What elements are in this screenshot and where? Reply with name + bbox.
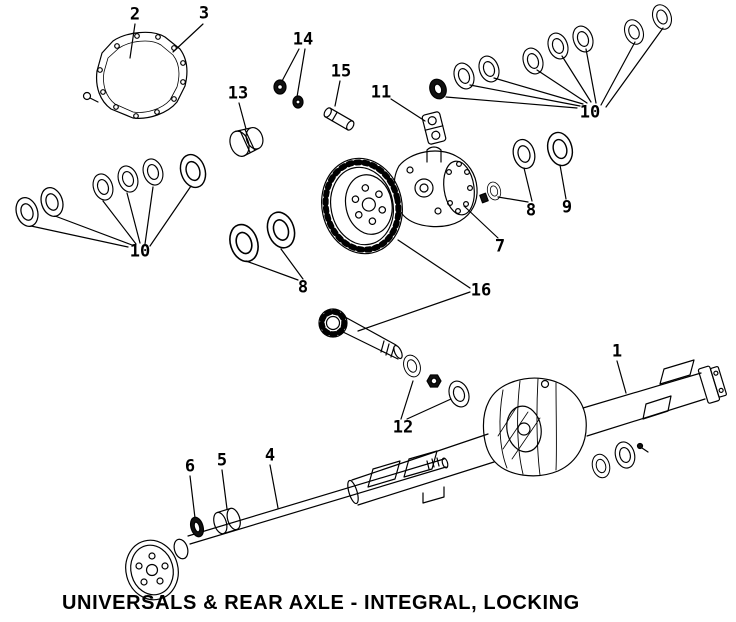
seal-rings-right-drawing	[429, 1, 676, 100]
u-joint-parts-drawing	[273, 79, 355, 131]
callout-5: 5	[216, 450, 228, 471]
wheel-bearing-drawing	[213, 507, 241, 535]
pinion-shaft-drawing	[318, 308, 403, 360]
diff-case-drawing	[393, 146, 504, 228]
ring-gear-drawing	[321, 157, 403, 255]
axle-seal-drawing	[189, 516, 205, 538]
callout-3: 3	[198, 3, 210, 24]
callout-9: 9	[561, 197, 573, 218]
callout-10-left: 10	[129, 241, 151, 262]
diff-cover-drawing	[82, 31, 188, 119]
callout-8-right: 8	[525, 200, 537, 221]
callout-7: 7	[494, 236, 506, 257]
diagram-title: UNIVERSALS & REAR AXLE - INTEGRAL, LOCKI…	[62, 592, 580, 614]
callout-12: 12	[392, 417, 414, 438]
leader-lines	[30, 23, 664, 519]
callout-14: 14	[292, 29, 314, 50]
seal-rings-left-drawing	[11, 150, 211, 230]
callout-11: 11	[370, 82, 392, 103]
thrust-block-drawing	[421, 111, 447, 145]
callout-6: 6	[184, 456, 196, 477]
callout-4: 4	[264, 445, 276, 466]
callout-15: 15	[330, 61, 352, 82]
callout-13: 13	[227, 83, 249, 104]
hub-flange-drawing	[125, 538, 189, 601]
pinion-nut-washers-drawing	[400, 352, 474, 411]
axle-housing-drawing	[347, 359, 727, 506]
callout-16: 16	[470, 280, 492, 301]
callout-1: 1	[611, 341, 623, 362]
callout-2: 2	[129, 4, 141, 25]
pinion-bearing-drawing	[229, 126, 264, 157]
callout-8-left: 8	[297, 277, 309, 298]
axle-shaft-drawing	[187, 457, 449, 545]
callout-10-right: 10	[579, 102, 601, 123]
